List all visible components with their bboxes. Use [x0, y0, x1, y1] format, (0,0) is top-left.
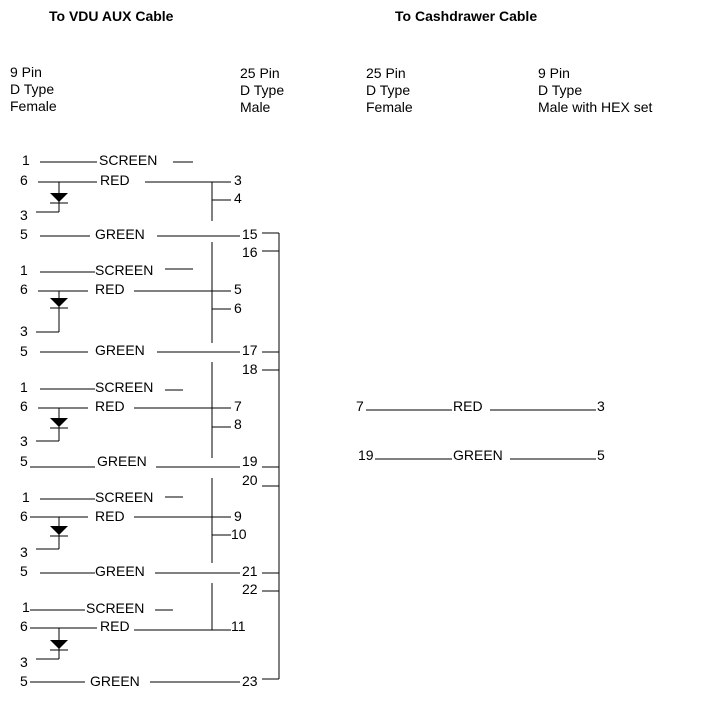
pin-label: 5	[234, 281, 242, 297]
pin-label: 8	[234, 416, 242, 432]
green-label: GREEN	[90, 673, 140, 689]
pin-label: 6	[20, 281, 28, 297]
connector-line: 25 Pin	[366, 65, 406, 81]
pin-label: 1	[20, 379, 28, 395]
pin-label: 22	[242, 581, 258, 597]
red-label: RED	[95, 281, 125, 297]
pin-label: 11	[231, 618, 246, 634]
pin-label: 5	[597, 447, 605, 463]
green-label: GREEN	[95, 226, 145, 242]
connector-line: D Type	[538, 82, 582, 98]
connector-line: 25 Pin	[240, 65, 280, 81]
connector-line: Female	[366, 99, 413, 115]
pin-label: 5	[20, 453, 28, 469]
screen-label: SCREEN	[95, 262, 153, 278]
pin-label: 15	[242, 226, 258, 242]
pin-label: 3	[20, 654, 28, 670]
pin-label: 21	[242, 563, 258, 579]
pin-label: 3	[234, 172, 242, 188]
green-label: GREEN	[97, 453, 147, 469]
vdu-group-5: 1 SCREEN 6 RED 11 3 5 GREEN 23	[20, 599, 279, 689]
connector-line: 9 Pin	[10, 64, 42, 80]
pin-label: 5	[20, 563, 28, 579]
pin-label: 1	[22, 489, 30, 505]
connector-9pin-male-hex: 9 Pin D Type Male with HEX set	[538, 65, 652, 115]
vdu-group-2: 1 SCREEN 6 RED 5 6 3 5 GREEN 17 18	[20, 262, 279, 377]
connector-9pin-female: 9 Pin D Type Female	[10, 64, 57, 114]
screen-label: SCREEN	[86, 600, 144, 616]
vdu-heading: To VDU AUX Cable	[49, 8, 174, 24]
pin-label: 7	[234, 398, 242, 414]
pin-label: 17	[242, 342, 258, 358]
pin-label: 3	[597, 398, 605, 414]
pin-label: 1	[22, 152, 30, 168]
diode-icon	[50, 526, 68, 535]
connector-25pin-male: 25 Pin D Type Male	[240, 65, 284, 115]
pin-label: 5	[20, 226, 28, 242]
red-label: RED	[100, 618, 130, 634]
pin-label: 5	[20, 673, 28, 689]
cash-heading: To Cashdrawer Cable	[395, 8, 537, 24]
pin-label: 19	[242, 453, 258, 469]
connector-line: Female	[10, 98, 57, 114]
pin-label: 19	[358, 447, 374, 463]
diode-icon	[50, 298, 68, 307]
connector-line: D Type	[366, 82, 410, 98]
cash-wire-green: 19 GREEN 5	[358, 447, 605, 463]
pin-label: 3	[20, 544, 28, 560]
red-label: RED	[95, 398, 125, 414]
pin-label: 5	[20, 343, 28, 359]
screen-label: SCREEN	[95, 379, 153, 395]
vdu-group-4: 1 SCREEN 6 RED 9 10 3 5 GREEN 21 22	[20, 489, 279, 597]
pin-label: 6	[234, 300, 242, 316]
pin-label: 4	[234, 190, 242, 206]
vdu-group-1: 1 SCREEN 6 RED 3 4 3 5 GREEN 15 16	[20, 152, 279, 260]
green-label: GREEN	[453, 447, 503, 463]
pin-label: 1	[22, 599, 30, 615]
pin-label: 10	[231, 526, 247, 542]
pin-label: 18	[242, 361, 258, 377]
pin-label: 20	[242, 472, 258, 488]
pin-label: 16	[242, 244, 258, 260]
connector-line: 9 Pin	[538, 65, 570, 81]
connector-25pin-female: 25 Pin D Type Female	[366, 65, 413, 115]
pin-label: 6	[20, 508, 28, 524]
diode-icon	[50, 193, 68, 202]
green-label: GREEN	[95, 342, 145, 358]
green-label: GREEN	[95, 563, 145, 579]
cash-wire-red: 7 RED 3	[356, 398, 605, 414]
pin-label: 6	[20, 618, 28, 634]
red-label: RED	[100, 172, 130, 188]
pin-label: 6	[20, 398, 28, 414]
connector-line: Male with HEX set	[538, 99, 652, 115]
pin-label: 3	[20, 323, 28, 339]
vdu-group-3: 1 SCREEN 6 RED 7 8 3 5 GREEN 19 20	[20, 379, 279, 488]
pin-label: 3	[20, 433, 28, 449]
pin-label: 7	[356, 398, 364, 414]
diode-icon	[50, 640, 68, 649]
pin-label: 3	[20, 207, 28, 223]
connector-line: D Type	[240, 82, 284, 98]
screen-label: SCREEN	[95, 489, 153, 505]
screen-label: SCREEN	[99, 152, 157, 168]
connector-line: D Type	[10, 81, 54, 97]
pin-label: 1	[20, 262, 28, 278]
red-label: RED	[453, 398, 483, 414]
red-label: RED	[95, 508, 125, 524]
pin-label: 6	[20, 172, 28, 188]
pin-label: 23	[242, 673, 258, 689]
connector-line: Male	[240, 99, 271, 115]
pin-label: 9	[234, 508, 242, 524]
diode-icon	[50, 418, 68, 427]
